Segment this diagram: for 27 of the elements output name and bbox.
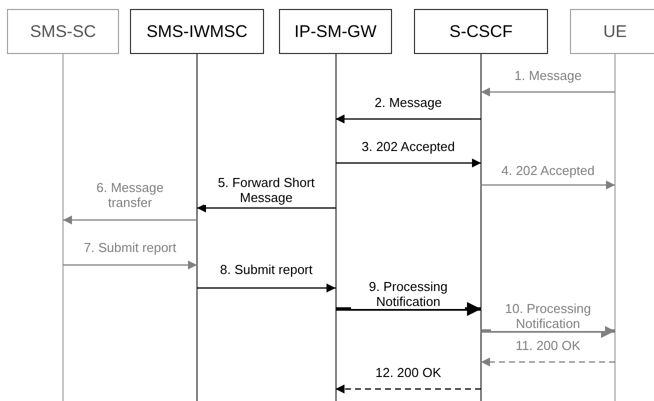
- message-label: 3. 202 Accepted: [360, 139, 457, 154]
- message-arrow: [481, 358, 615, 366]
- message-arrow: [481, 88, 615, 96]
- message-arrow: [63, 216, 197, 224]
- message-label: 10. Processing Notification: [491, 301, 605, 331]
- message-arrow: [63, 260, 197, 270]
- participant-name: UE: [603, 22, 627, 42]
- message-arrow: [336, 302, 481, 316]
- message-label: 4. 202 Accepted: [499, 163, 597, 178]
- message-label: 11. 200 OK: [514, 338, 582, 353]
- message-label: 1. Message: [512, 68, 584, 83]
- message-arrow: [197, 204, 336, 212]
- message-label: 12. 200 OK: [373, 365, 444, 380]
- message-arrow: [336, 114, 481, 124]
- message-arrow: [481, 324, 615, 338]
- participant-name: SMS-IWMSC: [146, 22, 248, 42]
- message-arrow: [336, 158, 481, 168]
- participant-name: IP-SM-GW: [294, 22, 377, 42]
- participant-name: SMS-SC: [30, 22, 96, 42]
- message-label: 8. Submit report: [218, 262, 314, 277]
- message-arrow: [336, 384, 481, 394]
- participant-name: S-CSCF: [449, 22, 513, 42]
- message-arrow: [481, 180, 615, 190]
- message-label: 7. Submit report: [82, 240, 178, 255]
- message-label: 9. Processing Notification: [351, 279, 466, 309]
- message-arrow: [197, 284, 336, 292]
- message-label: 2. Message: [372, 95, 444, 110]
